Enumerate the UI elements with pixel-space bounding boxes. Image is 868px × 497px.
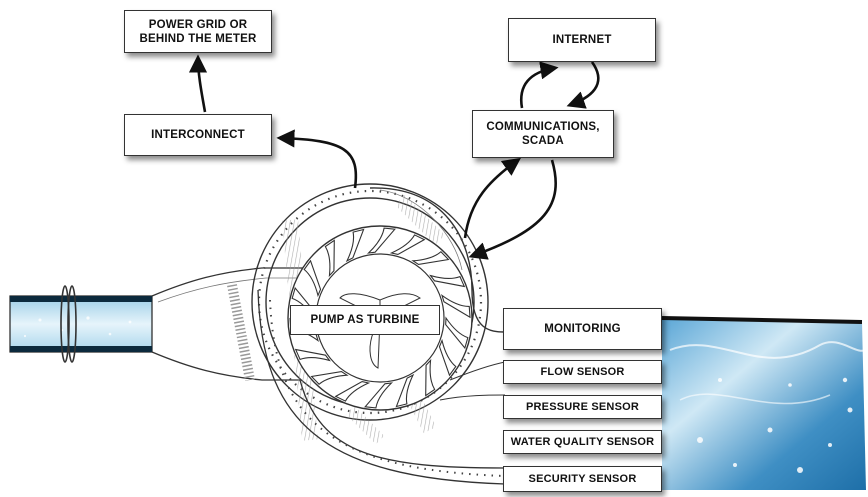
arrow-interconnect-to-grid bbox=[188, 54, 208, 113]
outlet-water bbox=[661, 316, 867, 490]
pump-as-turbine-box: PUMP AS TURBINE bbox=[290, 305, 440, 335]
impeller-blade bbox=[438, 338, 457, 377]
impeller-blade bbox=[294, 348, 331, 362]
impeller-blade bbox=[441, 294, 471, 319]
inlet-cone bbox=[151, 267, 420, 381]
impeller-blade bbox=[366, 227, 396, 254]
security-sensor-box: SECURITY SENSOR bbox=[503, 466, 662, 492]
impeller-blade bbox=[411, 250, 450, 265]
impeller-blade bbox=[324, 239, 335, 278]
impeller-blade bbox=[395, 373, 415, 408]
arrow-comms-to-turbine bbox=[468, 159, 557, 260]
impeller-blade bbox=[425, 358, 436, 397]
connectors bbox=[188, 54, 600, 260]
impeller-blade bbox=[334, 380, 371, 402]
impeller-blade bbox=[303, 259, 322, 298]
arrow-internet-to-comms bbox=[566, 61, 600, 109]
impeller-blade bbox=[445, 316, 469, 350]
impeller-blade bbox=[364, 382, 394, 409]
impeller-blade bbox=[345, 228, 365, 263]
impeller-blade bbox=[310, 371, 349, 386]
pressure-sensor-box: PRESSURE SENSOR bbox=[503, 395, 662, 419]
arrow-comms-to-internet bbox=[519, 61, 559, 109]
monitoring-box: MONITORING bbox=[503, 308, 662, 350]
water-quality-sensor-box: WATER QUALITY SENSOR bbox=[503, 430, 662, 454]
impeller-blade bbox=[389, 234, 426, 256]
flow-sensor-box: FLOW SENSOR bbox=[503, 360, 662, 384]
inlet-pipe bbox=[9, 285, 153, 363]
power-grid-box: POWER GRID OR BEHIND THE METER bbox=[124, 10, 272, 53]
draft-tube bbox=[257, 289, 506, 485]
impeller-blade bbox=[429, 274, 466, 288]
internet-box: INTERNET bbox=[508, 18, 656, 62]
arrow-turbine-to-comms bbox=[463, 157, 521, 239]
interconnect-box: INTERCONNECT bbox=[124, 114, 272, 156]
arrow-turbine-to-interconnect bbox=[276, 129, 358, 189]
communications-box: COMMUNICATIONS, SCADA bbox=[472, 110, 614, 158]
